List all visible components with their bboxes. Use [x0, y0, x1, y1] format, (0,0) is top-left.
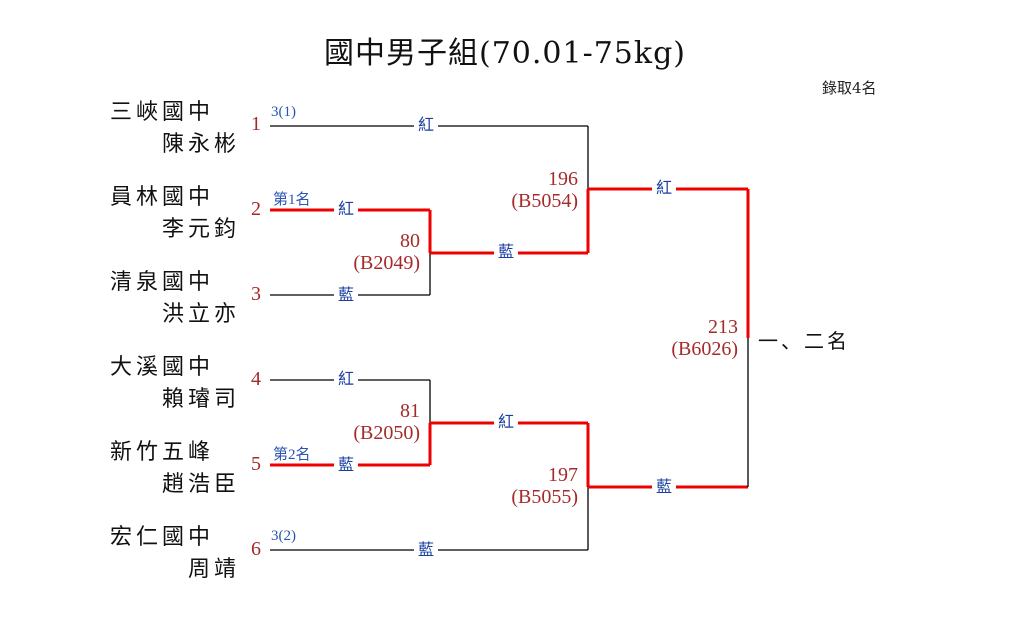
- competitor-name: 趙浩臣: [161, 472, 240, 497]
- seed-number: 1: [251, 113, 261, 135]
- seed-number: 3: [251, 283, 261, 305]
- seed-number: 6: [251, 538, 261, 560]
- result-label: 第1名: [273, 192, 311, 208]
- corner-blue-81: 藍: [334, 456, 359, 474]
- page-title: 國中男子組(70.01-75kg): [324, 36, 686, 71]
- corner-red-197: 紅: [494, 413, 519, 431]
- corner-red-213: 紅: [652, 179, 677, 197]
- seed-number: 4: [251, 368, 261, 390]
- match-197: 197 (B5055): [476, 464, 578, 508]
- match-196: 196 (B5054): [476, 168, 578, 212]
- result-label: 3(1): [271, 104, 296, 120]
- match-number: 196: [548, 168, 578, 190]
- competitor-school: 清泉國中: [110, 270, 215, 295]
- competitor-name: 賴璿司: [161, 387, 240, 412]
- result-label: 3(2): [271, 528, 296, 544]
- match-code: (B6026): [671, 338, 738, 360]
- competitor-name: 洪立亦: [161, 302, 240, 327]
- competitor-name: 周靖: [187, 557, 240, 582]
- match-number: 197: [548, 464, 578, 486]
- competitor-school: 新竹五峰: [110, 440, 215, 465]
- seed-number: 2: [251, 198, 261, 220]
- match-code: (B2049): [353, 252, 420, 274]
- match-code: (B5054): [511, 190, 578, 212]
- match-number: 80: [400, 230, 420, 252]
- competitor-school: 員林國中: [110, 185, 215, 210]
- match-number: 81: [400, 400, 420, 422]
- competitor-school: 三峽國中: [110, 100, 215, 125]
- result-label: 第2名: [273, 447, 311, 463]
- corner-blue-213: 藍: [652, 478, 677, 496]
- competitor-name: 陳永彬: [161, 132, 240, 157]
- qualifier-note: 錄取4名: [822, 79, 877, 97]
- corner-blue-80: 藍: [334, 286, 359, 304]
- corner-red-80: 紅: [334, 200, 359, 218]
- competitor-name: 李元鈞: [161, 217, 240, 242]
- match-code: (B5055): [511, 486, 578, 508]
- corner-red-81: 紅: [334, 370, 359, 388]
- match-213: 213 (B6026): [636, 316, 738, 360]
- corner-blue-196: 藍: [494, 243, 519, 261]
- corner-blue-197: 藍: [414, 541, 439, 559]
- match-code: (B2050): [353, 422, 420, 444]
- match-80: 80 (B2049): [318, 230, 420, 274]
- competitor-school: 宏仁國中: [110, 525, 215, 550]
- corner-red-196: 紅: [414, 116, 439, 134]
- match-number: 213: [708, 316, 738, 338]
- competitor-school: 大溪國中: [110, 355, 215, 380]
- match-81: 81 (B2050): [318, 400, 420, 444]
- seed-number: 5: [251, 453, 261, 475]
- final-placing-label: 一、二名: [758, 329, 850, 353]
